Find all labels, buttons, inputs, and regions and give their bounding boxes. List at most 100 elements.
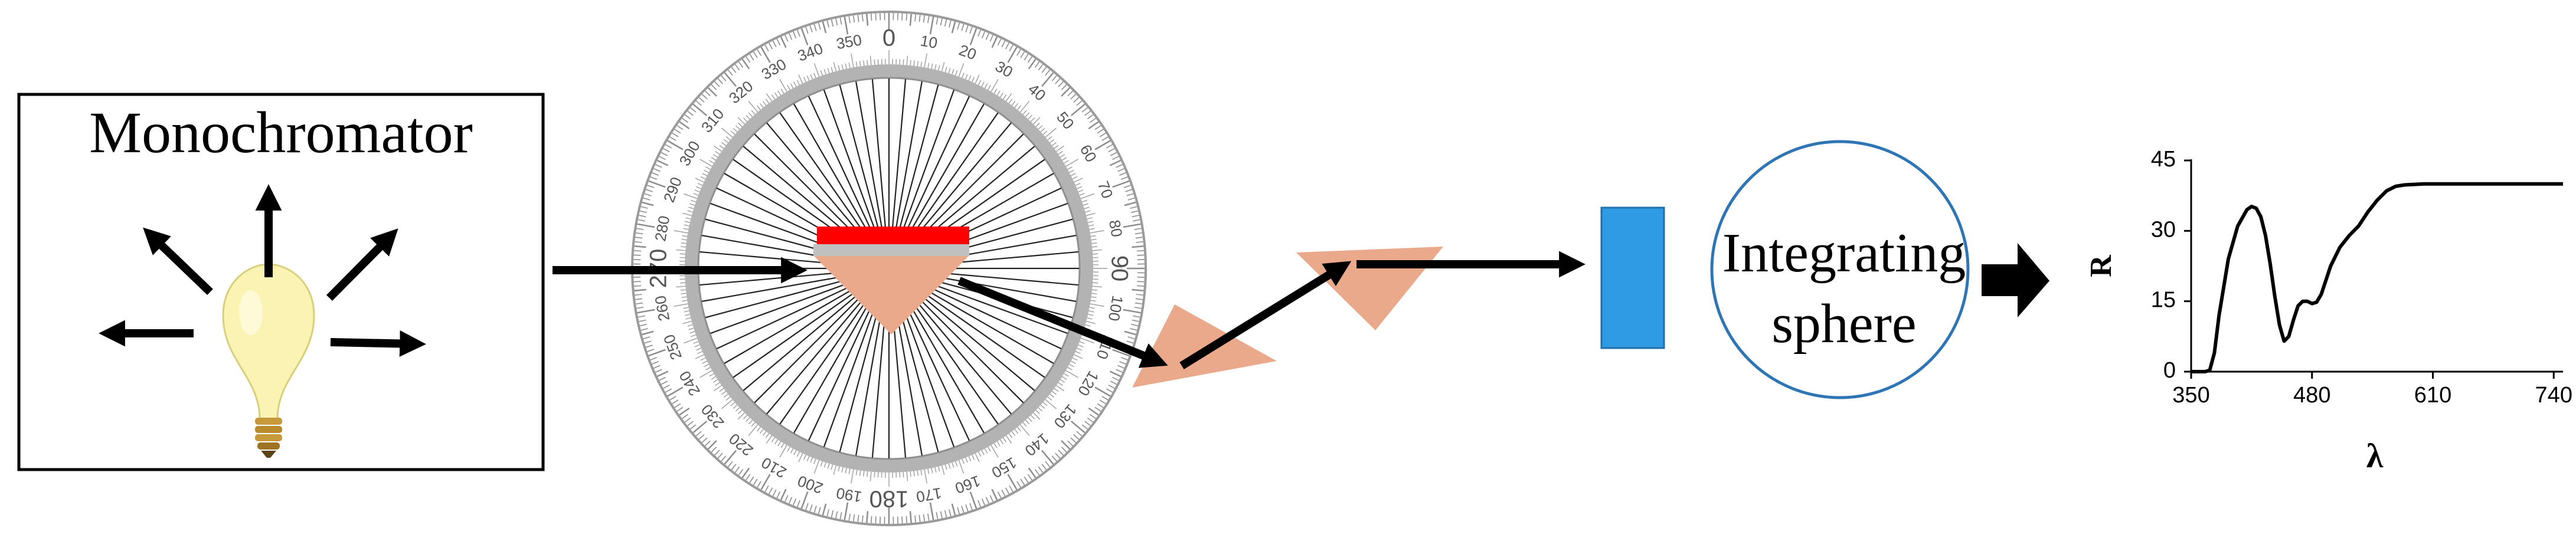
- y-tick-label: 45: [2151, 147, 2176, 172]
- protractor-inner-tick: [780, 443, 784, 448]
- protractor-inner-tick: [978, 80, 982, 86]
- protractor-tick: [1020, 51, 1025, 58]
- protractor-inner-tick: [972, 77, 975, 83]
- protractor-tick: [636, 228, 644, 230]
- protractor-tick: [1112, 156, 1119, 160]
- protractor-tick: [914, 515, 917, 523]
- protractor-inner-tick: [735, 125, 740, 130]
- protractor-tick: [1094, 140, 1111, 150]
- protractor-tick: [701, 437, 708, 443]
- protractor-tick: [769, 487, 773, 494]
- protractor-inner-tick: [958, 63, 965, 77]
- protractor-inner-tick: [1089, 228, 1095, 230]
- protractor-tick: [701, 94, 708, 100]
- protractor-inner-tick: [934, 467, 937, 473]
- protractor-inner-tick: [700, 176, 706, 179]
- protractor-tick: [1070, 421, 1086, 434]
- protractor-tick: [1133, 315, 1140, 318]
- protractor-tick: [991, 488, 998, 500]
- protractor-spoke: [891, 81, 923, 252]
- protractor-inner-tick: [1072, 357, 1078, 361]
- protractor-tick: [809, 504, 813, 512]
- protractor-tick: [1119, 172, 1126, 176]
- protractor-tick: [738, 61, 744, 68]
- protractor-tick: [870, 13, 872, 21]
- protractor-tick: [639, 319, 646, 322]
- protractor-inner-tick: [952, 69, 954, 75]
- protractor-tick: [687, 421, 694, 427]
- protractor-tick: [985, 33, 989, 40]
- protractor-inner-tick: [941, 465, 945, 475]
- protractor-inner-tick: [1091, 293, 1097, 294]
- protractor-tick: [844, 502, 849, 520]
- protractor-inner-tick: [1035, 122, 1040, 127]
- protractor-inner-tick: [941, 62, 945, 71]
- protractor-inner-tick: [711, 157, 716, 161]
- protractor-inner-tick: [719, 145, 724, 149]
- protractor-inner-tick: [948, 68, 951, 74]
- protractor-inner-tick: [1062, 376, 1067, 380]
- protractor-tick: [961, 506, 965, 513]
- protractor-tick: [1081, 107, 1088, 113]
- protractor-inner-tick: [748, 112, 753, 117]
- protractor-tick: [923, 15, 926, 23]
- protractor-tick: [707, 87, 717, 97]
- protractor-inner-tick: [759, 103, 764, 108]
- protractor-tick: [1001, 40, 1006, 48]
- protractor-inner-tick: [962, 73, 965, 78]
- protractor-tick: [717, 452, 723, 459]
- protractor-inner-tick: [1030, 415, 1035, 419]
- prism-lower: [1132, 304, 1277, 388]
- protractor-inner-tick: [702, 173, 708, 176]
- protractor-inner-tick: [823, 462, 826, 468]
- protractor-tick: [965, 504, 969, 512]
- protractor-tick: [1132, 245, 1144, 248]
- protractor-inner-tick: [1005, 435, 1012, 444]
- protractor-inner-tick: [694, 189, 700, 193]
- protractor-ticks: [633, 13, 1145, 524]
- protractor-inner-tick: [746, 114, 750, 120]
- protractor-tick: [1073, 434, 1080, 440]
- protractor-inner-tick: [771, 437, 776, 442]
- protractor-inner-tick: [714, 385, 722, 392]
- protractor-tick: [638, 315, 645, 318]
- protractor-tick: [1131, 323, 1139, 327]
- protractor-inner-tick: [1033, 117, 1041, 124]
- protractor-inner-tick: [1070, 360, 1076, 364]
- protractor-inner-tick: [674, 230, 688, 234]
- protractor-inner-tick: [934, 64, 937, 70]
- protractor-tick: [1045, 69, 1051, 76]
- protractor-inner-tick: [1025, 419, 1030, 425]
- protractor-tick: [969, 503, 973, 510]
- protractor-tick: [652, 360, 659, 365]
- protractor-tick: [914, 14, 917, 22]
- protractor-inner-tick: [702, 360, 708, 364]
- protractor-inner-tick: [700, 357, 706, 361]
- protractor-inner-tick: [779, 445, 787, 458]
- protractor-inner-tick: [691, 199, 697, 203]
- protractor-tick: [684, 114, 691, 120]
- protractor-inner-tick: [684, 337, 698, 344]
- protractor-inner-tick: [952, 462, 954, 468]
- protractor-inner-tick: [709, 160, 714, 164]
- protractor-inner-tick: [787, 447, 790, 452]
- protractor-inner-tick: [757, 427, 761, 432]
- protractor-inner-tick: [1065, 370, 1078, 378]
- x-axis-label: λ: [2366, 437, 2384, 475]
- protractor-tick: [793, 31, 797, 38]
- protractor-tick: [805, 503, 809, 510]
- protractor-inner-tick: [1011, 101, 1016, 106]
- protractor-tick: [1081, 424, 1088, 430]
- protractor-tick: [695, 431, 702, 437]
- protractor-inner-tick: [838, 466, 840, 472]
- protractor-tick: [969, 28, 978, 45]
- protractor-tick: [661, 152, 668, 156]
- protractor-tick: [676, 406, 684, 412]
- protractor-inner-tick: [693, 193, 699, 196]
- protractor-tick: [1061, 84, 1067, 90]
- protractor-inner-tick: [682, 300, 688, 302]
- protractor-inner-tick: [833, 62, 837, 71]
- protractor-inner-tick: [714, 145, 722, 152]
- protractor-tick: [1094, 125, 1101, 130]
- protractor-tick: [657, 370, 669, 378]
